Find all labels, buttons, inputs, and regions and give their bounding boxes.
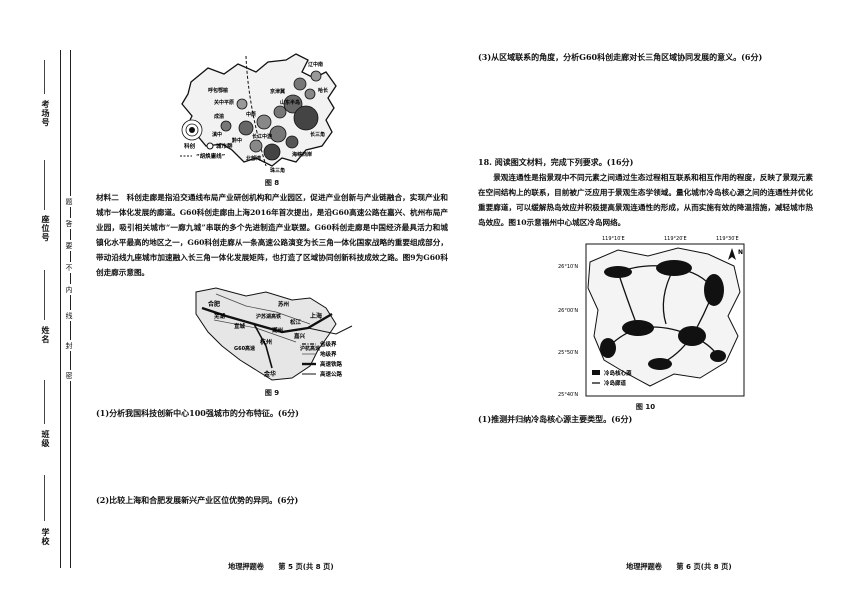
name-label: 姓名 bbox=[41, 326, 50, 344]
longitude-label: 119°20′E bbox=[664, 236, 687, 242]
legend-core: 冷岛核心源 bbox=[604, 369, 632, 377]
latitude-label: 26°00′N bbox=[558, 308, 578, 314]
china-city-cluster-map: 辽中南 哈长 京津冀 呼包鄂榆 关中平原 山东半岛 中原 成渝 长江中游 长三角… bbox=[180, 53, 337, 174]
city-label: 宣城 bbox=[234, 322, 246, 330]
page-6: (3)从区域联系的角度，分析G60科创走廊对长三角区域协同发展的意义。(6分) … bbox=[478, 46, 813, 485]
answer-area-2[interactable] bbox=[96, 506, 448, 546]
seat-number-label: 座位号 bbox=[41, 215, 50, 242]
seal-word: 不 bbox=[64, 262, 74, 273]
city-label: 海峡西岸 bbox=[292, 151, 312, 158]
class-field[interactable] bbox=[44, 380, 45, 424]
figure-10: 119°10′E 119°20′E 119°30′E 26°10′N 26°00… bbox=[478, 232, 813, 411]
question-18-1: (1)推测并归纳冷岛核心源主要类型。(6分) bbox=[478, 414, 633, 424]
page-5-footer: 地理押题卷 第 5 页(共 8 页) bbox=[228, 562, 334, 571]
school-label: 学校 bbox=[41, 528, 50, 546]
seal-word: 密 bbox=[64, 370, 74, 381]
page-6-footer: 地理押题卷 第 6 页(共 8 页) bbox=[626, 562, 732, 571]
city-label: 嘉兴 bbox=[293, 332, 306, 340]
fuzhou-cold-island-map: 119°10′E 119°20′E 119°30′E 26°10′N 26°00… bbox=[558, 236, 745, 398]
city-label: 中原 bbox=[246, 111, 256, 118]
city-label: 黔中 bbox=[232, 137, 242, 144]
seal-word: 答 bbox=[64, 218, 74, 229]
question-2: (2)比较上海和合肥发展新兴产业区位优势的异同。(6分) bbox=[96, 495, 299, 505]
seal-word: 要 bbox=[64, 240, 74, 251]
city-label: 金华 bbox=[263, 370, 276, 378]
page-5: 辽中南 哈长 京津冀 呼包鄂榆 关中平原 山东半岛 中原 成渝 长江中游 长三角… bbox=[96, 46, 448, 546]
city-label: 合肥 bbox=[208, 300, 220, 308]
city-label: 呼包鄂榆 bbox=[208, 87, 229, 94]
city-label: 芜湖 bbox=[214, 312, 226, 320]
answer-area-1[interactable] bbox=[96, 419, 448, 495]
legend-city-cluster: 城市群 bbox=[216, 142, 233, 150]
seal-line-right bbox=[70, 50, 71, 568]
seal-word: 线 bbox=[64, 310, 74, 321]
seat-number-field[interactable] bbox=[44, 160, 45, 210]
city-label: 滇中 bbox=[212, 131, 222, 138]
seal-word: 封 bbox=[64, 340, 74, 351]
city-label: 辽中南 bbox=[308, 61, 323, 68]
class-label: 班级 bbox=[41, 430, 50, 448]
figure-10-caption: 图 10 bbox=[635, 403, 656, 411]
question-18-text: 景观连通性是指景观中不同元素之间通过生态过程相互联系和相互作用的程度，反映了景观… bbox=[478, 173, 813, 227]
figure-8-legend: 科创 城市群 “胡焕庸线” bbox=[180, 119, 233, 160]
city-label: 关中平原 bbox=[214, 99, 234, 106]
highway-label: G60高速 bbox=[234, 345, 255, 352]
city-label: 山东半岛 bbox=[280, 99, 300, 106]
city-label: 成渝 bbox=[214, 113, 225, 120]
city-label: 苏州 bbox=[278, 300, 290, 308]
seal-word: 题 bbox=[64, 196, 74, 207]
highway-label: 沪杭高速 bbox=[300, 345, 320, 352]
question-18-title: 18. 阅读图文材料，完成下列要求。(16分) bbox=[478, 157, 634, 167]
city-label: 上海 bbox=[310, 312, 322, 320]
figure-8: 辽中南 哈长 京津冀 呼包鄂榆 关中平原 山东半岛 中原 成渝 长江中游 长三角… bbox=[96, 46, 448, 187]
latitude-label: 25°50′N bbox=[558, 350, 578, 356]
city-label: 北部湾 bbox=[246, 155, 261, 162]
railway-label: 沪苏湖高铁 bbox=[256, 313, 282, 320]
figure-8-caption: 图 8 bbox=[264, 179, 280, 187]
seal-line-left bbox=[60, 50, 61, 568]
answer-area-3[interactable] bbox=[478, 63, 813, 157]
answer-area-18-1[interactable] bbox=[478, 425, 813, 485]
question-3: (3)从区域联系的角度，分析G60科创走廊对长三角区域协同发展的意义。(6分) bbox=[478, 52, 763, 62]
g60-corridor-map: 合肥 芜湖 宣城 沪苏湖高铁 湖州 苏州 松江 上海 嘉兴 杭州 G60高速 沪… bbox=[195, 287, 353, 381]
question-1: (1)分析我国科技创新中心100强城市的分布特征。(6分) bbox=[96, 408, 299, 418]
figure-9-caption: 图 9 bbox=[264, 389, 280, 397]
material-2-label: 材料二 bbox=[96, 193, 119, 202]
longitude-label: 119°10′E bbox=[602, 236, 625, 242]
city-label: 珠三角 bbox=[270, 167, 285, 174]
exam-number-field[interactable] bbox=[44, 60, 45, 94]
legend-highway: 高速公路 bbox=[320, 370, 343, 378]
city-label: 长三角 bbox=[310, 131, 325, 138]
school-field[interactable] bbox=[44, 475, 45, 521]
material-2: 材料二 科创走廊是指沿交通线布局产业研创机构和产业园区，促进产业创新与产业链融合… bbox=[96, 190, 448, 280]
latitude-label: 25°40′N bbox=[558, 392, 578, 398]
north-arrow: N bbox=[728, 248, 743, 260]
city-label: 京津冀 bbox=[270, 88, 285, 95]
longitude-label: 119°30′E bbox=[716, 236, 739, 242]
material-2-text: 科创走廊是指沿交通线布局产业研创机构和产业园区，促进产业创新与产业链融合，实现产… bbox=[96, 193, 449, 277]
figure-10-legend: 冷岛核心源 冷岛廊道 bbox=[592, 369, 632, 387]
city-label: 松江 bbox=[290, 318, 302, 326]
legend-corridor: 冷岛廊道 bbox=[604, 379, 627, 387]
name-field[interactable] bbox=[44, 270, 45, 320]
city-label: 长江中游 bbox=[252, 133, 272, 140]
legend-hu-line: “胡焕庸线” bbox=[196, 152, 226, 160]
legend-count-label: 科创 bbox=[184, 142, 196, 150]
city-label: 湖州 bbox=[272, 326, 284, 334]
binding-margin: 考场号 座位号 姓名 班级 学校 密 封 线 内 不 要 答 题 bbox=[0, 0, 90, 608]
figure-9-legend: 省级界 地级界 高速铁路 高速公路 bbox=[302, 340, 343, 378]
city-label: 杭州 bbox=[260, 338, 272, 346]
north-label: N bbox=[738, 249, 743, 256]
legend-railway: 高速铁路 bbox=[320, 360, 343, 368]
seal-word: 内 bbox=[64, 284, 74, 295]
legend-provincial: 省级界 bbox=[319, 340, 337, 348]
city-label: 哈长 bbox=[318, 87, 329, 94]
figure-9: 合肥 芜湖 宣城 沪苏湖高铁 湖州 苏州 松江 上海 嘉兴 杭州 G60高速 沪… bbox=[96, 284, 448, 397]
exam-number-label: 考场号 bbox=[41, 100, 50, 127]
legend-prefecture: 地级界 bbox=[320, 350, 337, 358]
latitude-label: 26°10′N bbox=[558, 264, 578, 270]
